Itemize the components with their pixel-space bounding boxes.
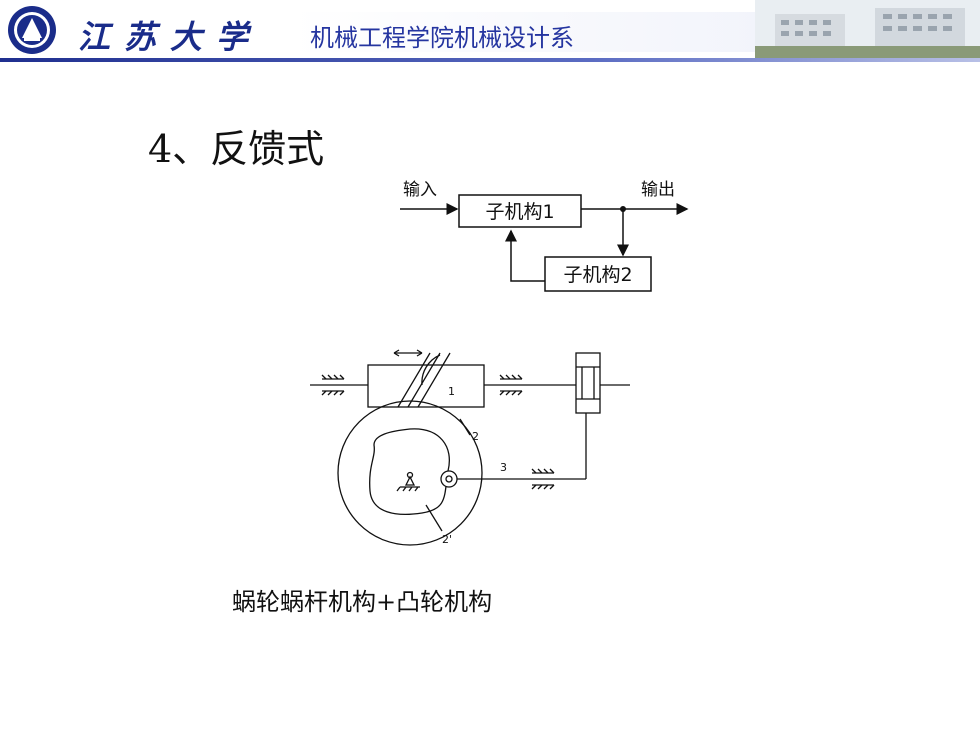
slide-title: 4、反馈式 xyxy=(148,127,325,171)
block-2 xyxy=(544,256,652,292)
block-2-label: 子机构2 xyxy=(563,264,632,286)
mechanism-caption: 蜗轮蜗杆机构+凸轮机构 xyxy=(232,588,493,616)
left-bearing-hatch xyxy=(321,374,345,380)
output-label: 输出 xyxy=(641,180,675,200)
campus-building-photo-icon xyxy=(755,0,980,58)
roller-follower xyxy=(440,470,458,488)
department-name: 机械工程学院机械设计系 xyxy=(310,24,574,52)
part-label-1: 1 xyxy=(448,385,455,398)
worm-body xyxy=(367,364,485,408)
department-band xyxy=(290,12,770,52)
part-label-2-prime: 2' xyxy=(442,533,452,546)
feedback-block-diagram: 输入 子机构1 输出 子机构2 xyxy=(400,180,689,292)
worm-wheel xyxy=(337,400,483,546)
input-label: 输入 xyxy=(403,180,437,200)
part-label-3: 3 xyxy=(500,461,507,474)
part-label-2: 2 xyxy=(472,430,479,443)
sliding-coupling xyxy=(575,352,601,414)
university-name: 江苏大学 xyxy=(78,18,263,56)
block-1-label: 子机构1 xyxy=(485,201,554,223)
university-logo-icon xyxy=(8,6,56,54)
worm-gear-cam-mechanism: 1 2 3 2' xyxy=(310,349,630,546)
header-divider xyxy=(0,58,980,62)
block-1 xyxy=(458,194,582,228)
feedback-return-arrow xyxy=(505,229,545,282)
slide-header: 江苏大学 机械工程学院机械设计系 xyxy=(0,0,980,62)
cam-profile xyxy=(369,428,450,516)
